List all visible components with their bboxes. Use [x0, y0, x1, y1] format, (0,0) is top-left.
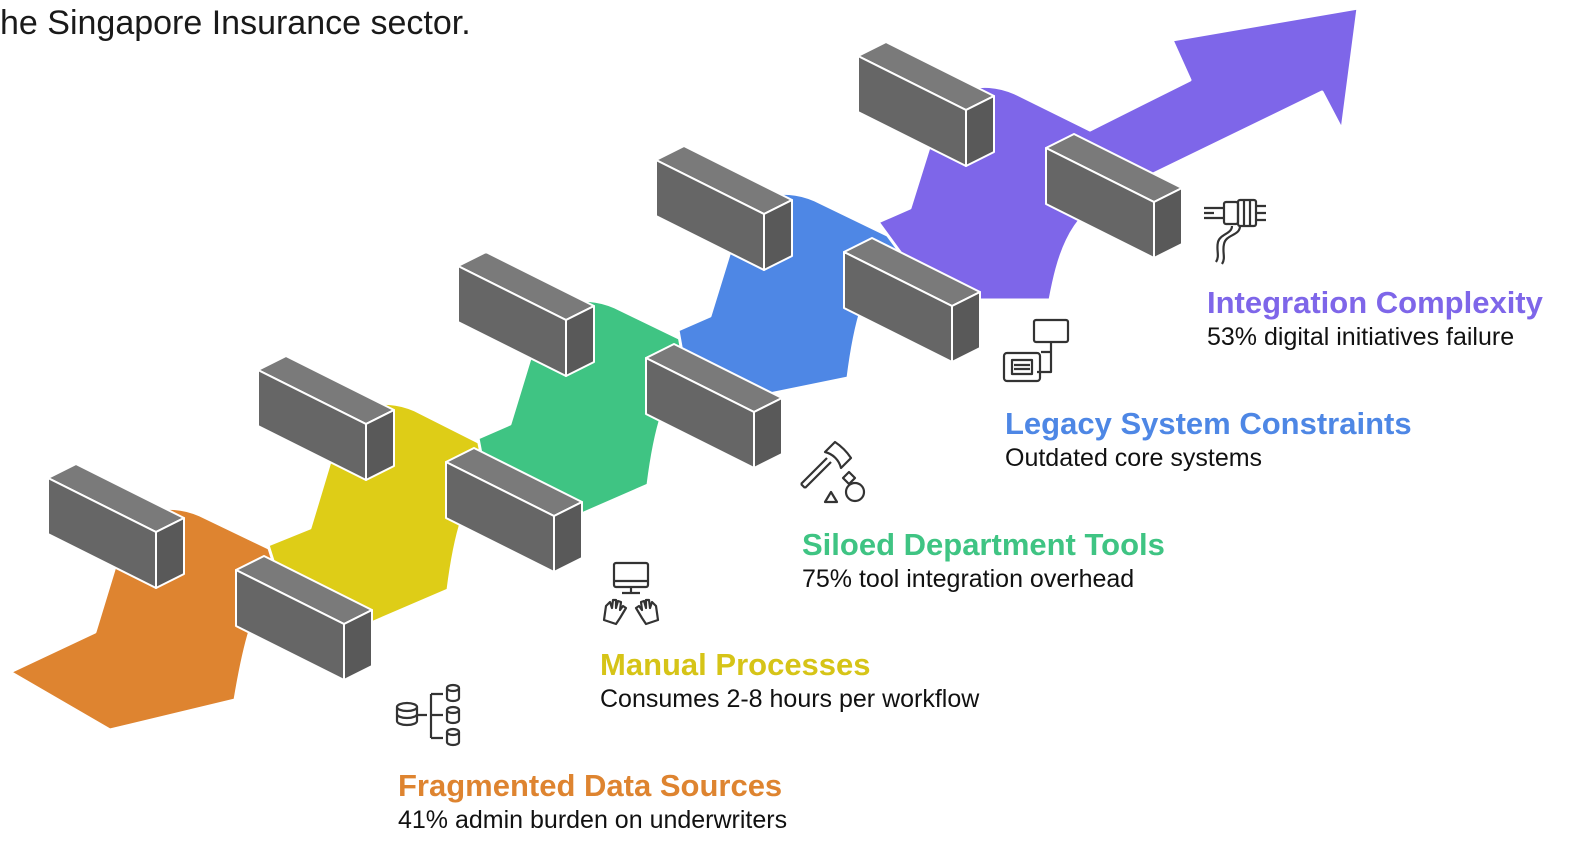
barrier-front-3 [645, 343, 783, 469]
stage-label-4: Legacy System Constraints Outdated core … [1005, 406, 1412, 474]
barrier-back-2 [257, 355, 395, 481]
barrier-front-5 [1045, 133, 1183, 259]
barrier-back-5 [857, 41, 995, 167]
stage-1-title: Fragmented Data Sources [398, 768, 783, 803]
stage-5-title: Integration Complexity [1207, 285, 1543, 320]
stage-4-description: Outdated core systems [1005, 444, 1263, 472]
computer-hands-icon [602, 561, 660, 626]
barrier-layer [47, 41, 1183, 681]
caption-text: he Singapore Insurance sector. [0, 4, 471, 42]
barrier-back-3 [457, 251, 595, 377]
stage-label-1: Fragmented Data Sources 41% admin burden… [398, 768, 787, 836]
stage-label-2: Manual Processes Consumes 2-8 hours per … [600, 647, 979, 715]
barrier-front-2 [445, 447, 583, 573]
stage-1-description: 41% admin burden on underwriters [398, 806, 788, 834]
database-network-icon [395, 683, 461, 747]
barrier-front-4 [843, 237, 981, 363]
barrier-front-1 [235, 555, 373, 681]
barrier-back-1 [47, 463, 185, 589]
stage-3-title: Siloed Department Tools [802, 527, 1165, 562]
plug-cable-icon [1204, 198, 1266, 265]
barrier-back-4 [655, 145, 793, 271]
stage-label-5: Integration Complexity 53% digital initi… [1207, 285, 1543, 353]
stage-3-description: 75% tool integration overhead [802, 565, 1135, 593]
stage-5-description: 53% digital initiatives failure [1207, 323, 1515, 351]
stage-2-description: Consumes 2-8 hours per workflow [600, 685, 980, 713]
axe-shapes-icon [800, 440, 866, 504]
legacy-machine-monitor-icon [1002, 318, 1070, 383]
stage-label-3: Siloed Department Tools 75% tool integra… [802, 527, 1165, 595]
stage-4-title: Legacy System Constraints [1005, 406, 1412, 441]
stage-2-title: Manual Processes [600, 647, 871, 682]
